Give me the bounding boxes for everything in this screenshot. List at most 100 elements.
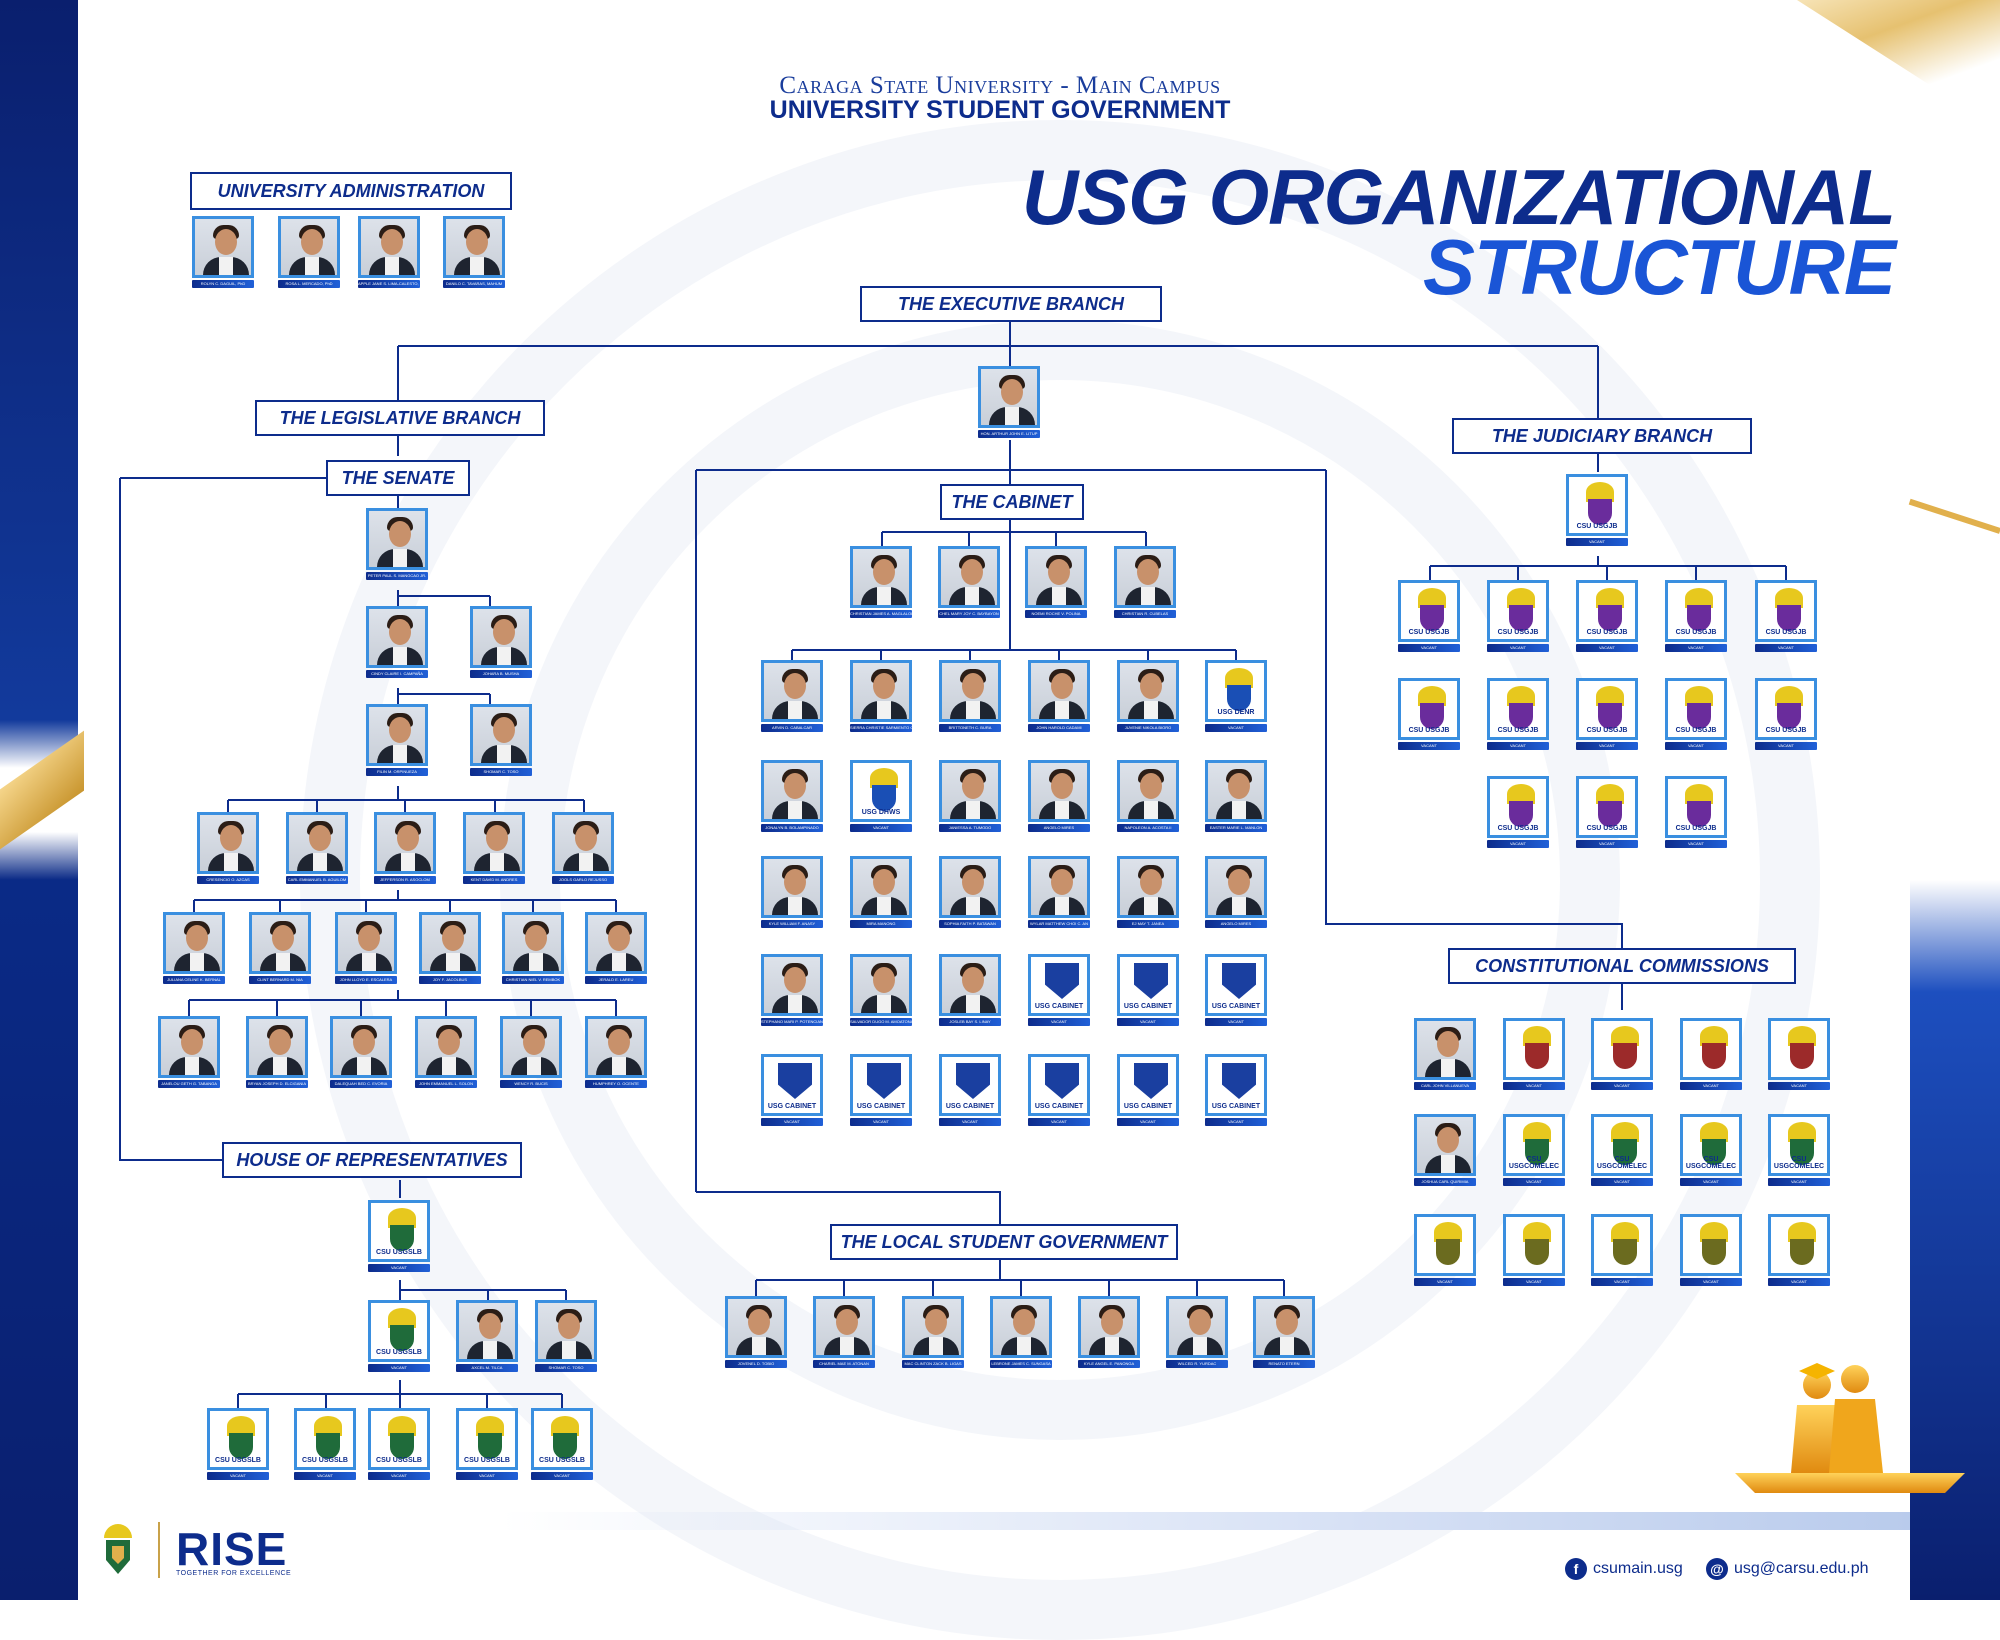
email-link[interactable]: @ usg@carsu.edu.ph (1706, 1558, 1869, 1580)
member-name-plate: VACANT (1205, 1118, 1267, 1126)
org-logo-icon: CSU USGJB (1487, 580, 1549, 642)
org-logo-label: USG DHWS (861, 809, 901, 816)
org-logo-label: CSU USGCOMELEC (1508, 1156, 1560, 1170)
member-card: LEBRONE JAMES C. SUNGASA (990, 1296, 1052, 1368)
member-name-plate: VACANT (1205, 1018, 1267, 1026)
member-photo (1114, 546, 1176, 608)
member-card: JERALD E. LAREU (585, 912, 647, 984)
member-name-plate: VACANT (1398, 742, 1460, 750)
constitutional-commissions-label: CONSTITUTIONAL COMMISSIONS (1448, 948, 1796, 984)
org-logo-icon: USG CABINET (850, 1054, 912, 1116)
org-logo-label: CSU USGJB (1497, 825, 1539, 832)
member-name-plate: KENT DAVID M. ANDRES (463, 876, 525, 884)
member-name-plate: VACANT (1755, 644, 1817, 652)
org-logo-icon: CSU USGJB (1755, 580, 1817, 642)
org-logo-label: CSU USGJB (1586, 825, 1628, 832)
member-card: DALEQUAH BED C. EVORIA (330, 1016, 392, 1088)
member-name-plate: HUMPHREY O. OCENTE (585, 1080, 647, 1088)
member-name-plate: VACANT (1665, 742, 1727, 750)
org-logo-label: CSU USGSLB (376, 1457, 422, 1464)
member-card: JOY F. JACOLBUS (419, 912, 481, 984)
member-name-plate: VACANT (1576, 742, 1638, 750)
member-name-plate: JOSHUA CARL QUIRIMIA (1414, 1178, 1476, 1186)
member-photo (419, 912, 481, 974)
org-logo-label: CSU USGCOMELEC (1773, 1156, 1825, 1170)
org-logo-label: CSU USGJB (1497, 727, 1539, 734)
org-logo-label: CSU USGSLB (302, 1457, 348, 1464)
member-name-plate: ROSA L. MERCADO, PhD (278, 280, 340, 288)
member-photo (1253, 1296, 1315, 1358)
member-card: BRYAN JOSEPH D. ELCIGANIA (246, 1016, 308, 1088)
member-photo (443, 216, 505, 278)
member-name-plate: VACANT (1591, 1082, 1653, 1090)
org-logo-label: CSU USGSLB (215, 1457, 261, 1464)
member-photo (1166, 1296, 1228, 1358)
cabinet-label: THE CABINET (940, 484, 1084, 520)
member-photo (1028, 856, 1090, 918)
member-photo (366, 508, 428, 570)
footer-bar (500, 1512, 1910, 1530)
member-photo (1117, 660, 1179, 722)
member-name-plate: JOSLEB BAY S. LINAY (939, 1018, 1001, 1026)
member-card: JOSLEB BAY S. LINAY (939, 954, 1001, 1026)
member-card: JOOLS GARLO REJUSSO (552, 812, 614, 884)
member-card: ANGELO MIRES (1028, 760, 1090, 832)
member-photo (470, 704, 532, 766)
member-name-plate: VACANT (1503, 1082, 1565, 1090)
vacant-member-card: VACANT (1503, 1214, 1565, 1286)
member-name-plate: VACANT (1768, 1082, 1830, 1090)
member-card: STEPHANO MARI P. POTENCIANDO (761, 954, 823, 1026)
org-logo-label: USG CABINET (1123, 1103, 1173, 1110)
member-card: KENT DAVID M. ANDRES (463, 812, 525, 884)
vacant-member-card: CSU USGJB VACANT (1576, 678, 1638, 750)
member-photo (761, 760, 823, 822)
member-card: WYLAR MATTHEW CHOI C. AN (1028, 856, 1090, 928)
member-photo (1414, 1018, 1476, 1080)
member-name-plate: VACANT (531, 1472, 593, 1480)
member-photo (500, 1016, 562, 1078)
member-photo (535, 1300, 597, 1362)
member-photo (552, 812, 614, 874)
member-card: FILIN M. ORPINUEZA (366, 704, 428, 776)
member-name-plate: VACANT (1414, 1278, 1476, 1286)
member-name-plate: VACANT (1503, 1178, 1565, 1186)
rise-tagline: TOGETHER FOR EXCELLENCE (176, 1570, 292, 1577)
member-card: JOSHUA CARL QUIRIMIA (1414, 1114, 1476, 1186)
member-photo (1414, 1114, 1476, 1176)
org-logo-icon: CSU USGSLB (368, 1300, 430, 1362)
org-logo-label: CSU USGJB (1675, 825, 1717, 832)
member-name-plate: WILCED R. YURDAC (1166, 1360, 1228, 1368)
member-card: APPLE JANE S. LIMA-CALESTO, PhD (358, 216, 420, 288)
member-name-plate: VACANT (850, 1118, 912, 1126)
member-photo (163, 912, 225, 974)
footer-divider (158, 1522, 160, 1578)
org-logo-icon: CSU USGSLB (294, 1408, 356, 1470)
org-logo-icon: CSU USGJB (1576, 678, 1638, 740)
member-photo (192, 216, 254, 278)
facebook-link[interactable]: f csumain.usg (1565, 1558, 1683, 1580)
member-name-plate: JOHARA B. MUSHA (470, 670, 532, 678)
member-name-plate: VACANT (1566, 538, 1628, 546)
mascot-graduates-icon (1735, 1363, 1965, 1493)
member-name-plate: BRYAN JOSEPH D. ELCIGANIA (246, 1080, 308, 1088)
vacant-member-card: VACANT (1768, 1018, 1830, 1090)
facebook-handle: csumain.usg (1593, 1560, 1683, 1577)
email-icon: @ (1706, 1558, 1728, 1580)
member-card: KYLE WILLIAM F. ANASY (761, 856, 823, 928)
org-logo-label: USG CABINET (856, 1103, 906, 1110)
member-name-plate: CHARIEL MAE M. ATONAN (813, 1360, 875, 1368)
org-logo-label: CSU USGJB (1765, 629, 1807, 636)
org-logo-icon: CSU USGCOMELEC (1768, 1114, 1830, 1176)
member-name-plate: RENATO ETERN (1253, 1360, 1315, 1368)
member-photo (463, 812, 525, 874)
member-name-plate: VACANT (1680, 1278, 1742, 1286)
